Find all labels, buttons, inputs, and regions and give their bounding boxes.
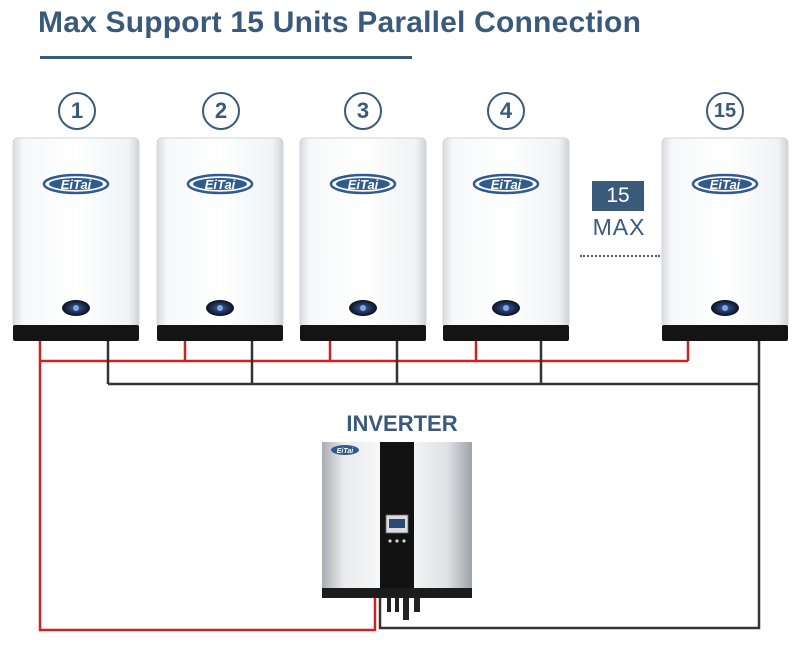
page-title: Max Support 15 Units Parallel Connection [38, 6, 642, 39]
inverter-brand-logo: EiTai [337, 448, 355, 455]
title-underline [40, 56, 412, 59]
negative-wires [106, 341, 761, 630]
battery-number-badge: 15 [706, 92, 744, 130]
battery-unit-1 [11, 136, 141, 343]
battery-brand-logo: EiTai [205, 177, 236, 192]
battery-number-badge: 1 [58, 92, 96, 130]
inverter-unit: EiTai [322, 442, 472, 620]
battery-brand-logo: EiTai [348, 177, 379, 192]
battery-unit-3 [298, 136, 428, 343]
battery-number-badge: 3 [344, 92, 382, 130]
max-label: MAX [592, 214, 646, 240]
battery-number-badge: 2 [202, 92, 240, 130]
inverter-label: INVERTER [346, 411, 458, 436]
battery-unit-4 [441, 136, 571, 343]
battery-number-badge: 4 [487, 92, 525, 130]
max-count-box: 15 [592, 181, 644, 211]
battery-brand-logo: EiTai [710, 177, 741, 192]
positive-wires [38, 341, 690, 632]
continuation-dots [580, 255, 660, 257]
battery-brand-logo: EiTai [61, 177, 92, 192]
battery-unit-15 [660, 136, 790, 343]
battery-unit-2 [155, 136, 285, 343]
battery-brand-logo: EiTai [491, 177, 522, 192]
